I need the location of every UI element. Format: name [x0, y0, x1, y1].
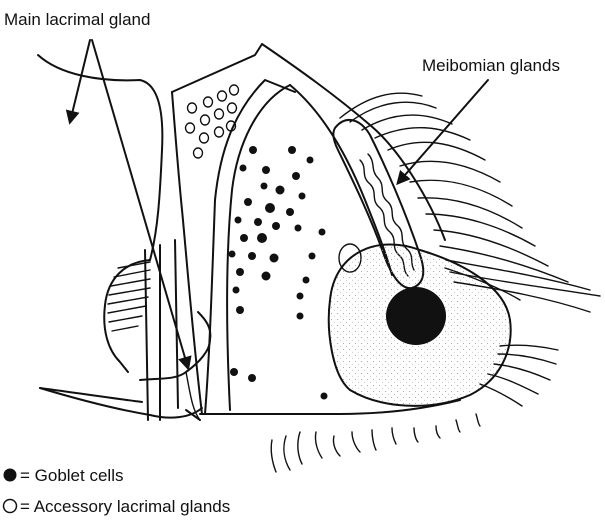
accessory-gland-legend-icon [4, 500, 17, 513]
goblet-cell-legend-icon [4, 469, 17, 482]
pupil [386, 287, 446, 345]
goblet-cells-legend-text: = Goblet cells [20, 466, 123, 485]
meibomian-glands-label: Meibomian glands [422, 56, 560, 75]
eyeball [329, 244, 511, 405]
accessory-glands-cluster [186, 85, 362, 272]
main-lacrimal-gland-label: Main lacrimal gland [4, 10, 150, 29]
hatched-duct [108, 262, 150, 331]
legend: = Goblet cells = Accessory lacrimal glan… [4, 466, 231, 516]
canaliculi [145, 240, 200, 420]
meibomian-glands-arrow [398, 80, 488, 183]
accessory-glands-legend-text: = Accessory lacrimal glands [20, 497, 230, 516]
goblet-cells [229, 146, 328, 400]
